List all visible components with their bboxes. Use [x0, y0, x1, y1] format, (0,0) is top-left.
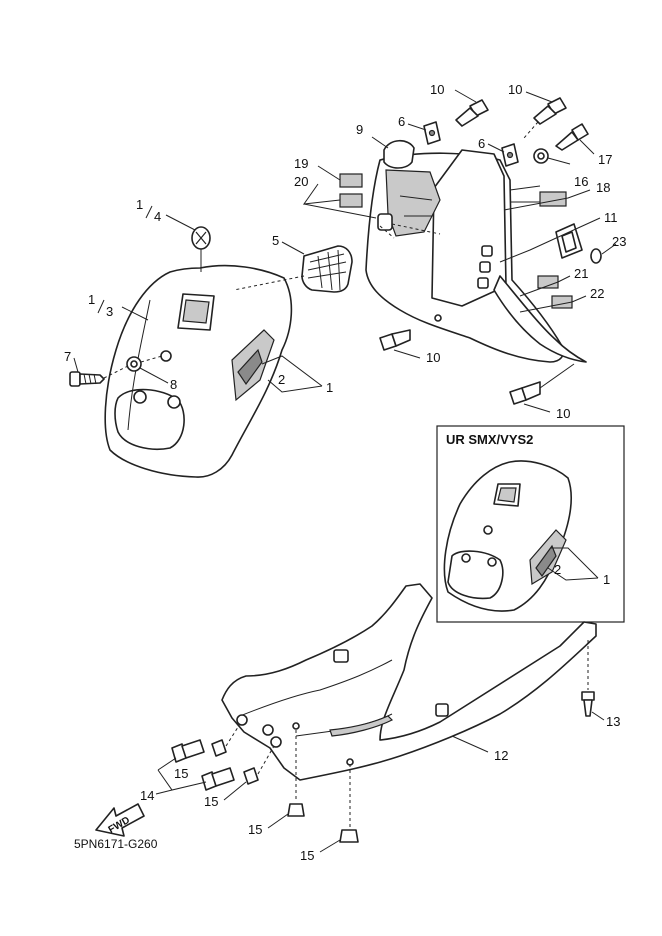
- fwd-arrow-icon: FWD: [95, 803, 145, 837]
- callout-17: 17: [598, 152, 612, 167]
- callout-15-b: 15: [204, 794, 218, 809]
- callout-13: 13: [606, 714, 620, 729]
- screw-part-10-lower: [379, 329, 575, 405]
- callout-5: 5: [272, 233, 279, 248]
- callout-6-a: 6: [398, 114, 405, 129]
- callout-12: 12: [494, 748, 508, 763]
- callout-10-a: 10: [430, 82, 444, 97]
- callout-14: 14: [140, 788, 154, 803]
- callout-9: 9: [356, 122, 363, 137]
- drawing-code: 5PN6171-G260: [74, 837, 158, 851]
- clip-nut-part-6: [423, 121, 519, 167]
- callout-18: 18: [596, 180, 610, 195]
- callout-2-inset: 2: [554, 562, 561, 577]
- screw-part-17: [555, 123, 589, 151]
- emblem-part-4: [191, 226, 211, 272]
- callout-8: 8: [170, 377, 177, 392]
- callout-7: 7: [64, 349, 71, 364]
- label-part-20: [339, 193, 363, 208]
- callout-1-main: 1: [326, 380, 333, 395]
- cap-part-23: [590, 248, 602, 264]
- leader-lines: [73, 89, 617, 853]
- grille-part-5: [233, 245, 353, 293]
- callout-16: 16: [574, 174, 588, 189]
- callout-2-main: 2: [278, 372, 285, 387]
- ring-part-11: [555, 223, 583, 259]
- washer-part-16: [533, 148, 549, 164]
- callout-4-top: 4: [154, 209, 161, 224]
- callout-1-top: 1: [136, 197, 143, 212]
- footboard-part-12: [221, 583, 597, 781]
- callout-23: 23: [612, 234, 626, 249]
- screw-part-10: [455, 97, 567, 139]
- washer-part-8: [103, 355, 163, 379]
- callout-3-mid: 3: [106, 304, 113, 319]
- callout-21: 21: [574, 266, 588, 281]
- bolt-part-15: [171, 723, 359, 843]
- screw-part-13: [581, 640, 595, 717]
- callout-19: 19: [294, 156, 308, 171]
- callout-20: 20: [294, 174, 308, 189]
- hook-part-9: [371, 136, 415, 169]
- callout-10-c: 10: [426, 350, 440, 365]
- inset-box: [436, 425, 625, 623]
- screw-part-7: [69, 371, 105, 387]
- label-part-19: [339, 173, 363, 188]
- callout-22: 22: [590, 286, 604, 301]
- callout-6-b: 6: [478, 136, 485, 151]
- callout-10-d: 10: [556, 406, 570, 421]
- leg-shield-inner: [365, 149, 587, 363]
- callout-10-b: 10: [508, 82, 522, 97]
- callout-1-mid: 1: [88, 292, 95, 307]
- inset-title: UR SMX/VYS2: [446, 432, 533, 447]
- callouts: 1 4 1 3 5 7 8 2 1 9 6 6 10 10 17 16 18 1…: [64, 82, 626, 863]
- front-cowl: [104, 264, 293, 478]
- callout-1-inset: 1: [603, 572, 610, 587]
- label-part-22: [551, 295, 573, 309]
- callout-15-c: 15: [248, 822, 262, 837]
- callout-11: 11: [604, 210, 618, 225]
- callout-15-a: 15: [174, 766, 188, 781]
- callout-15-d: 15: [300, 848, 314, 863]
